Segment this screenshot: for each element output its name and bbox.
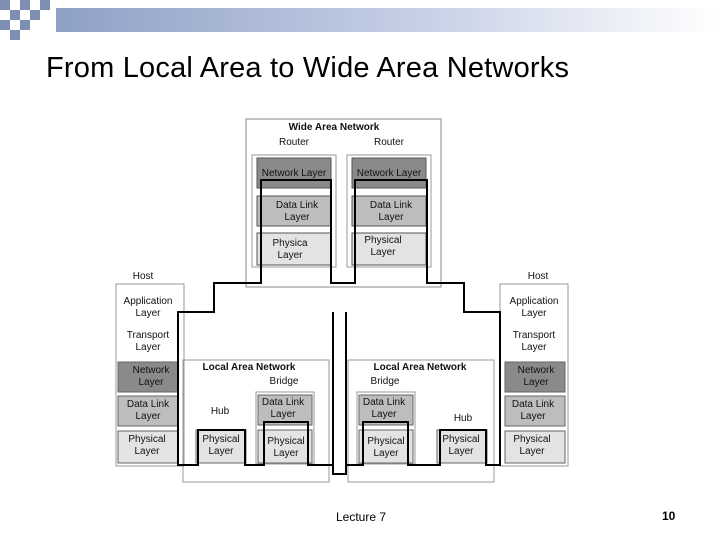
wan-outline xyxy=(245,118,442,288)
header-stripe xyxy=(56,8,720,32)
right-router-network-layer xyxy=(351,157,427,189)
left-host-transport-layer xyxy=(118,327,178,359)
right-router-frame xyxy=(346,154,432,268)
left-bridge-physical-layer xyxy=(257,429,313,464)
right-router-datalink-layer xyxy=(351,195,427,227)
left-bridge-datalink-layer xyxy=(257,394,313,426)
right-hub-label: Hub xyxy=(454,413,473,424)
right-bridge-physical-layer xyxy=(358,429,414,464)
deco-square xyxy=(0,20,10,30)
left-bridge-frame xyxy=(255,391,315,465)
left-router-physical-layer xyxy=(256,232,332,266)
left-hub-label: Hub xyxy=(211,406,230,417)
deco-square xyxy=(40,0,50,10)
wan-title: Wide Area Network xyxy=(289,122,380,133)
deco-square xyxy=(0,0,10,10)
right-host-application-layer xyxy=(505,293,565,325)
right-host-physical-layer xyxy=(504,430,566,464)
deco-square xyxy=(10,10,20,20)
slide-footer: Lecture 7 xyxy=(336,510,387,524)
left-router-label: Router xyxy=(279,137,310,148)
header-decoration xyxy=(0,0,720,40)
deco-square xyxy=(30,10,40,20)
right-router-network-label: Network Layer xyxy=(357,168,422,179)
right-host-transport-layer xyxy=(505,327,565,359)
left-host-outline xyxy=(115,283,185,467)
left-host-physical-layer xyxy=(117,430,179,464)
right-host-label: Host xyxy=(528,271,549,282)
right-lan-outline xyxy=(347,359,495,483)
deco-square xyxy=(20,0,30,10)
right-router-label: Router xyxy=(374,137,405,148)
left-host-label: Host xyxy=(133,271,154,282)
left-router-network-label: Network Layer xyxy=(262,168,327,179)
right-bridge-frame xyxy=(356,391,416,465)
page-number: 10 xyxy=(662,509,676,523)
right-router-physical-layer xyxy=(351,232,427,266)
right-lan-path-line xyxy=(346,396,501,466)
lan-trunk-line xyxy=(332,312,347,475)
left-bridge-label: Bridge xyxy=(270,376,299,387)
left-router-network-layer xyxy=(256,157,332,189)
deco-square xyxy=(10,30,20,40)
left-router-frame xyxy=(251,154,337,268)
left-host-datalink-layer xyxy=(117,395,179,427)
left-lan-path-line xyxy=(177,396,333,466)
wan-path-line xyxy=(177,179,501,396)
right-lan-title: Local Area Network xyxy=(374,362,467,373)
right-host-network-layer xyxy=(504,361,566,393)
left-host-application-layer xyxy=(118,293,178,325)
left-lan-title: Local Area Network xyxy=(203,362,296,373)
slide-title: From Local Area to Wide Area Networks xyxy=(46,52,570,84)
right-host-datalink-layer xyxy=(504,395,566,427)
right-bridge-label: Bridge xyxy=(371,376,400,387)
left-lan-outline xyxy=(182,359,330,483)
right-bridge-datalink-layer xyxy=(358,394,414,426)
deco-square xyxy=(20,20,30,30)
